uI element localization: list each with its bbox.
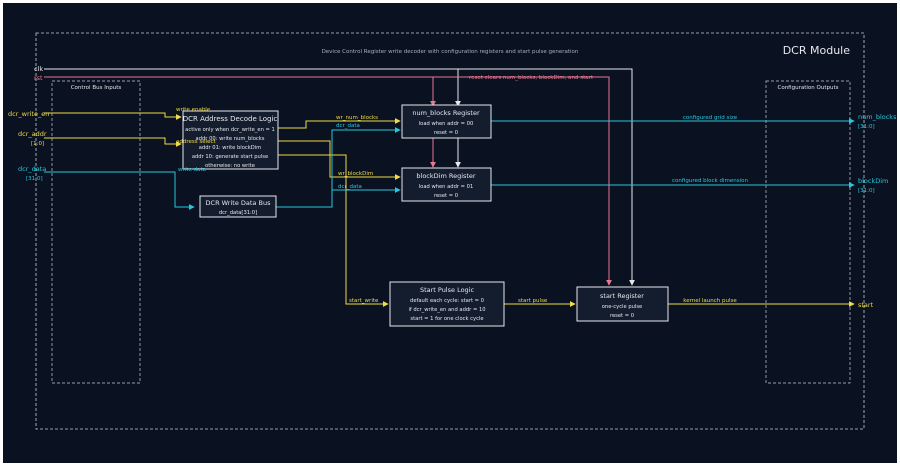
start-logic-title: Start Pulse Logic — [420, 286, 475, 294]
label-dcr-data-1: dcr_data — [336, 123, 360, 129]
port-out-blockdim-width: [31:0] — [858, 188, 875, 194]
label-write-data: write data — [178, 167, 206, 173]
addr-wire — [44, 137, 182, 147]
port-write-en: dcr_write_en — [8, 110, 49, 118]
label-kernel-launch-pulse: kernel launch pulse — [683, 298, 737, 304]
port-addr-width: [1:0] — [31, 141, 44, 147]
port-rst: rst — [34, 74, 43, 82]
label-dcr-data-2: dcr_data — [338, 184, 362, 190]
label-wr-num-blocks: wr_num_blocks — [336, 115, 378, 121]
label-start-pulse: start pulse — [518, 298, 548, 304]
blockdim-register-title: blockDim Register — [416, 172, 476, 180]
port-addr: dcr_addr — [18, 130, 47, 138]
port-data: dcr_data — [18, 165, 46, 173]
num-blocks-line-2: reset = 0 — [434, 130, 458, 136]
label-wr-blockdim: wr_blockDim — [338, 171, 373, 177]
start-register-line-1: one-cycle pulse — [602, 304, 643, 310]
blockdim-line-2: reset = 0 — [434, 193, 458, 199]
port-out-num-blocks: num_blocks — [858, 113, 897, 121]
start-logic-line-1: default each cycle: start = 0 — [410, 298, 484, 304]
decode-block-title: DCR Address Decode Logic — [183, 115, 278, 123]
databus-block-title: DCR Write Data Bus — [206, 199, 272, 207]
num-blocks-register-title: num_blocks Register — [412, 109, 480, 117]
start-logic-line-3: start = 1 for one clock cycle — [410, 316, 483, 322]
inputs-group-label: Control Bus Inputs — [71, 85, 122, 91]
blockdim-register: blockDim Register load when addr = 01 re… — [401, 167, 492, 202]
port-out-num-blocks-width: [31:0] — [858, 124, 875, 130]
decode-line-3: addr 01: write blockDim — [199, 145, 262, 151]
decode-block: DCR Address Decode Logic active only whe… — [182, 110, 279, 170]
decode-line-5: otherwise: no write — [205, 163, 255, 169]
port-clk: clk — [34, 65, 43, 73]
start-write-wire — [278, 154, 389, 307]
module-boundary — [35, 32, 865, 430]
start-register-line-2: reset = 0 — [610, 313, 634, 319]
start-register-title: start Register — [600, 292, 644, 300]
label-write-enable: write enable — [176, 107, 211, 113]
num-blocks-register: num_blocks Register load when addr = 00 … — [401, 104, 492, 139]
label-configured-block-dimension: configured block dimension — [672, 178, 748, 184]
port-data-width: [31:0] — [26, 176, 43, 182]
module-title: DCR Module — [783, 44, 851, 57]
outputs-group — [765, 80, 851, 384]
start-pulse-logic-block: Start Pulse Logic default each cycle: st… — [389, 281, 505, 327]
port-out-start: start — [858, 301, 874, 309]
outputs-group-label: Configuration Outputs — [777, 85, 838, 91]
databus-line-1: dcr_data[31:0] — [219, 210, 257, 216]
write-en-wire — [44, 112, 182, 120]
blockdim-line-1: load when addr = 01 — [419, 184, 474, 190]
label-address-select: address select — [176, 139, 217, 145]
decode-line-2: addr 00: write num_blocks — [196, 136, 265, 142]
module-subtitle: Device Control Register write decoder wi… — [322, 49, 579, 55]
decode-line-4: addr 10: generate start pulse — [192, 154, 268, 160]
wr-num-blocks-wire — [278, 118, 401, 129]
label-reset-clears: reset clears num_blocks, blockDim, and s… — [469, 75, 594, 81]
start-logic-line-2: if dcr_write_en and addr = 10 — [408, 307, 485, 313]
start-register: start Register one-cycle pulse reset = 0 — [576, 286, 669, 322]
diagram-background — [3, 3, 897, 463]
dcr-data-bus-wires — [276, 127, 401, 208]
data-wire — [44, 171, 195, 210]
num-blocks-line-1: load when addr = 00 — [419, 121, 474, 127]
label-start-write: start_write — [349, 298, 379, 304]
label-configured-grid-size: configured grid size — [683, 115, 738, 121]
databus-block: DCR Write Data Bus dcr_data[31:0] — [199, 195, 277, 218]
port-out-blockdim: blockDim — [858, 177, 888, 185]
decode-line-1: active only when dcr_write_en = 1 — [185, 127, 275, 133]
wr-blockdim-wire — [278, 140, 401, 180]
